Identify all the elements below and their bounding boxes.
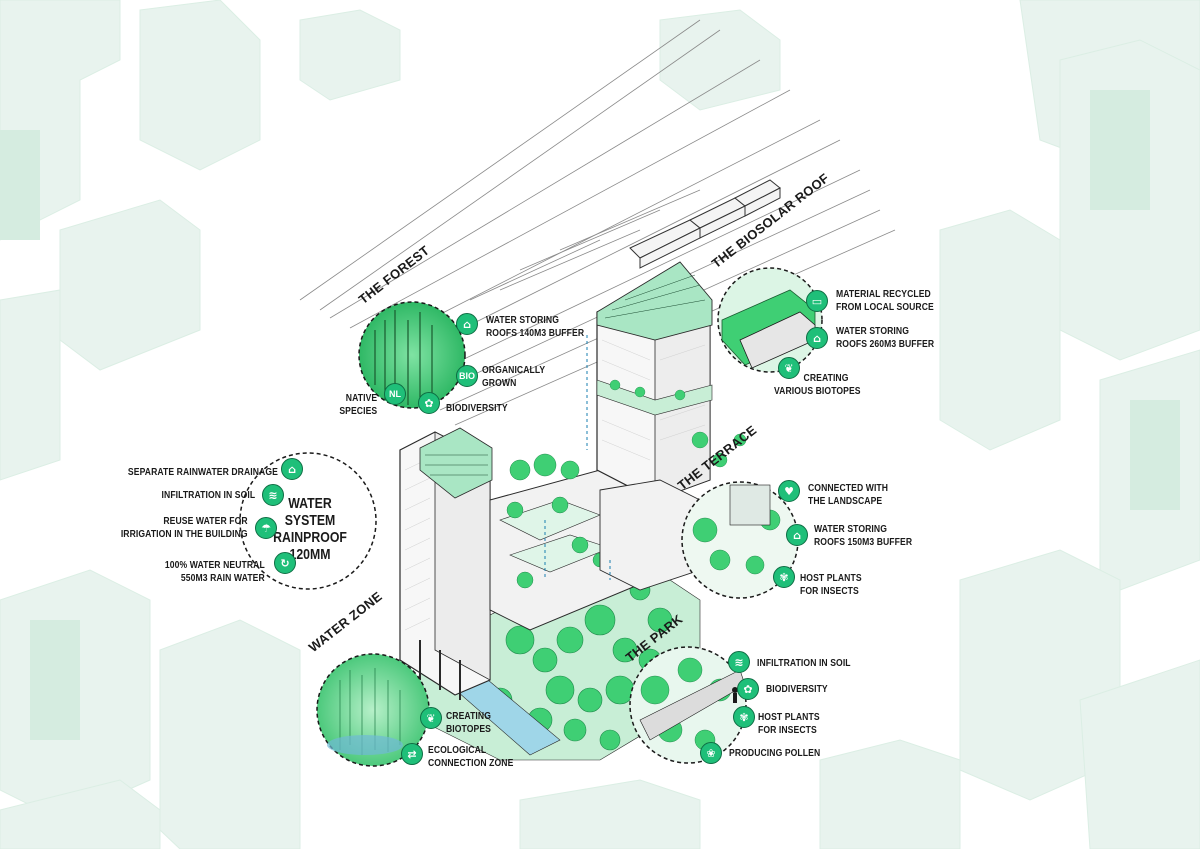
soil-infiltration-icon: ≋	[262, 484, 284, 506]
soil-infiltration-icon: ≋	[728, 651, 750, 673]
ws-drainage-label: SEPARATE RAINWATER DRAINAGE	[127, 466, 278, 478]
ws-infiltration-label: INFILTRATION IN SOIL	[161, 489, 255, 501]
roof-water-icon: ⌂	[806, 327, 828, 349]
park-infiltration-label: INFILTRATION IN SOIL	[757, 657, 851, 669]
water-system-circle	[239, 452, 377, 590]
bee-flower-icon: ✾	[773, 566, 795, 588]
biotope-leaf-icon: ❦	[778, 357, 800, 379]
biotope-leaf-icon: ❦	[420, 707, 442, 729]
roof-water-icon: ⌂	[456, 313, 478, 335]
park-pollen-label: PRODUCING POLLEN	[729, 747, 821, 759]
watering-can-icon: ☂	[255, 517, 277, 539]
drainage-lines	[544, 335, 611, 580]
right-tower	[596, 261, 713, 501]
cycle-arrows-icon: ↻	[274, 552, 296, 574]
left-tower	[399, 427, 493, 700]
bio-badge-icon: BIO	[456, 365, 478, 387]
biodiversity-icon: ✿	[418, 392, 440, 414]
connection-zone-icon: ⇄	[401, 743, 423, 765]
forest-trunks	[374, 310, 433, 405]
heart-landscape-icon: ♥	[778, 480, 800, 502]
biodiversity-icon: ✿	[737, 678, 759, 700]
right-tower-terrace	[596, 379, 713, 416]
train	[629, 179, 781, 269]
right-roof-solar	[596, 261, 713, 341]
recycle-material-icon: ▭	[806, 290, 828, 312]
nl-badge-icon: NL	[384, 383, 406, 405]
forest-biodiversity-label: BIODIVERSITY	[446, 402, 508, 414]
house-drain-icon: ⌂	[281, 458, 303, 480]
left-roof-solar	[419, 427, 493, 499]
park-biodiversity-label: BIODIVERSITY	[766, 683, 828, 695]
bee-flower-icon: ✾	[733, 706, 755, 728]
pollen-flower-icon: ❀	[700, 742, 722, 764]
roof-water-icon: ⌂	[786, 524, 808, 546]
